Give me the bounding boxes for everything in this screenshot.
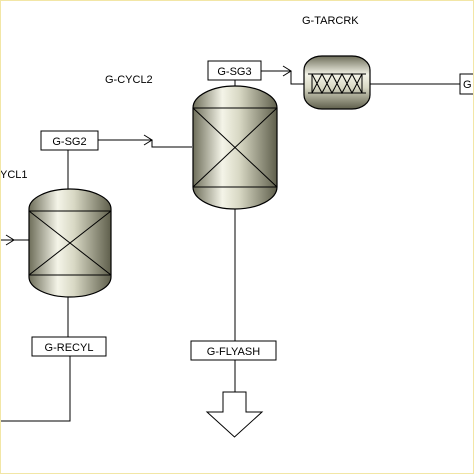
block-label-cycl2: G-CYCL2: [105, 74, 153, 86]
tar-cracker-vessel[interactable]: [303, 55, 371, 110]
cyclone-vessel-cycl1[interactable]: [28, 188, 112, 298]
stream-label-right-partial: G: [463, 79, 472, 91]
stream-label-box-right[interactable]: G: [459, 73, 474, 95]
stream-sg2[interactable]: [67, 134, 192, 190]
cyclone-vessel-cycl2[interactable]: [192, 85, 278, 210]
product-arrow-icon: [205, 391, 264, 438]
stream-label-sg2: G-SG2: [52, 136, 86, 148]
stream-label-box-recyl[interactable]: G-RECYL: [31, 336, 107, 357]
stream-label-flyash: G-FLYASH: [207, 346, 260, 358]
stream-label-recyl: G-RECYL: [45, 342, 94, 354]
stream-label-box-flyash[interactable]: G-FLYASH: [190, 340, 277, 361]
block-label-tarcrk: G-TARCRK: [302, 15, 359, 27]
stream-inlet-cycl1[interactable]: [0, 234, 30, 246]
stream-sg3[interactable]: [234, 65, 304, 86]
stream-label-sg3: G-SG3: [217, 66, 251, 78]
stream-label-box-sg3[interactable]: G-SG3: [207, 60, 262, 81]
stream-recyl[interactable]: [0, 296, 71, 422]
block-label-cycl1: YCL1: [0, 169, 28, 181]
stream-label-box-sg2[interactable]: G-SG2: [40, 130, 99, 151]
